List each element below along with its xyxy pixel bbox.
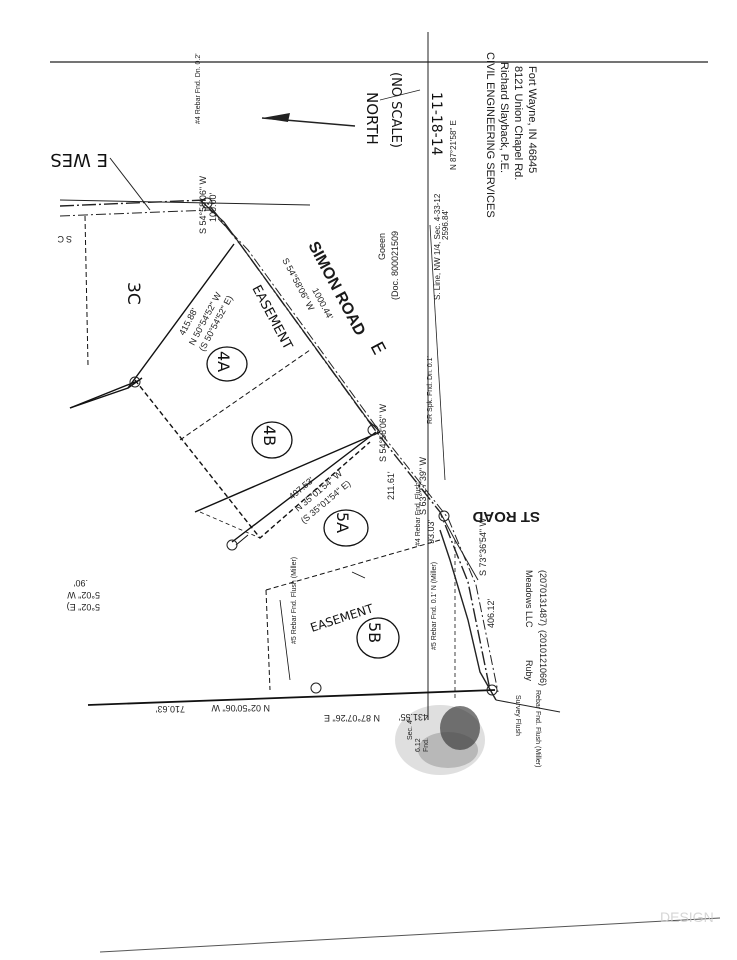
rr-spike-note: RR Spk. Fnd. Dn. 0.1' [427, 356, 434, 424]
small-s-note: S [66, 234, 72, 244]
meadows-note: Meadows LLC [524, 570, 534, 628]
left-bearing: 5°02" W [67, 590, 100, 600]
small-c-note: C [57, 234, 64, 244]
bearing-b9-dist: 710.63' [155, 704, 185, 714]
lot-5a-circle [323, 509, 369, 547]
bearing-b6-dist: 211.61' [386, 471, 396, 500]
goeen-doc-note: (Doc. 800021509 [390, 231, 400, 300]
lot-lines [69, 215, 496, 706]
rebar-mid-note: #4 Rebar Fnd. Flush [415, 482, 422, 546]
survey-flush-note: Survey Flush [514, 695, 521, 736]
bearing-b7-dist: 93.03' [426, 519, 436, 544]
goeen-note: Goeen [377, 233, 387, 260]
bearing-b7: S 63°27'39" W [418, 456, 428, 515]
lot-5a-label: 5A [333, 512, 352, 533]
lot-4a-label: 4A [214, 351, 233, 372]
road-leader-line [109, 157, 151, 211]
lot-labels: 3C 4A 4B 5A 5B [123, 282, 400, 659]
sec-label: Sec. 4 [407, 720, 414, 740]
bearing-b3: S 54°58'06" W [280, 256, 316, 312]
road-lines [59, 89, 561, 713]
ruby-doc-note: (2010121066) [538, 630, 548, 686]
bearing-b10-dist: 431.55' [398, 712, 428, 722]
top-left-road-label: E WES [50, 149, 108, 170]
bearing-b11-dist: 2596.84' [441, 209, 450, 240]
left-bearing-rec: 5°02" E) [67, 602, 100, 612]
north-label: NORTH [363, 92, 381, 145]
engineer-address: 8121 Union Chapel Rd. [512, 66, 524, 180]
north-arrow: NORTH (NO SCALE) [261, 72, 403, 148]
rebar-top-note: #4 Rebar Fnd. Dn. 0.2' [195, 53, 202, 124]
record-notes: S. Line, NW 1/4, Sec. 4-33-12 Goeen (Doc… [57, 193, 548, 752]
meadows-doc-note: (2070131487) [538, 570, 548, 626]
rebar-left-note: #5 Rebar Fnd. Flush (Miller) [291, 557, 298, 644]
rebar-south-note: Rebar Fnd. Flush (Miller) [534, 690, 541, 767]
north-scale: (NO SCALE) [388, 72, 403, 148]
engineer-city: Fort Wayne, IN 46845 [526, 66, 538, 173]
bearing-b8-dist: 406.12' [486, 598, 496, 628]
section-line-note: S. Line, NW 1/4, Sec. 4-33-12 [433, 193, 442, 300]
bearing-b6: S 54°58'06" W [378, 403, 388, 462]
lot-4b-circle [251, 421, 293, 459]
bearing-b1: S 54°58'06" W [198, 175, 208, 234]
simon-road-e: E [366, 338, 390, 358]
lot-3c-label: 3C [123, 282, 143, 305]
engineer-firm: CIVIL ENGINEERING SERVICES [484, 52, 496, 218]
watermark-text: DESIGN [660, 909, 714, 925]
bearing-b9: N 02°50'06" W [211, 703, 270, 713]
lot-4a-circle [206, 346, 248, 382]
scan-smudge [395, 705, 485, 775]
monument-notes: #4 Rebar Fnd. Dn. 0.2' RR Spk. Fnd. Dn. … [195, 53, 541, 767]
left-dist: .90' [73, 578, 88, 588]
lot-5b-label: 5B [365, 622, 384, 643]
lot-4b-label: 4B [260, 425, 279, 446]
bearing-b1-dist: 100.00' [208, 192, 218, 222]
lot-5b-circle [356, 617, 400, 659]
bottom-border-line [99, 917, 721, 953]
sec-fnd: Fnd. [423, 738, 430, 752]
survey-date: 11-18-14 [428, 92, 444, 156]
rebar-bottom-note: #5 Rebar Fnd. 0.1' N (Miller) [431, 562, 438, 650]
bearing-b11: N 87°21'58" E [449, 120, 458, 170]
sec-value: 6.12 [415, 738, 422, 752]
engineer-block: CIVIL ENGINEERING SERVICES Richard Slayb… [484, 52, 538, 218]
engineer-name: Richard Slayback, P.E. [498, 62, 510, 173]
bearing-b8: S 73°36'54" W [478, 517, 488, 576]
ruby-note: Ruby [524, 660, 534, 682]
monument-markers [129, 197, 498, 696]
east-road-label: ST ROAD [472, 508, 540, 525]
easement-label-1: EASEMENT [248, 283, 294, 352]
bearing-b10: N 87°07'26" E [324, 713, 380, 723]
